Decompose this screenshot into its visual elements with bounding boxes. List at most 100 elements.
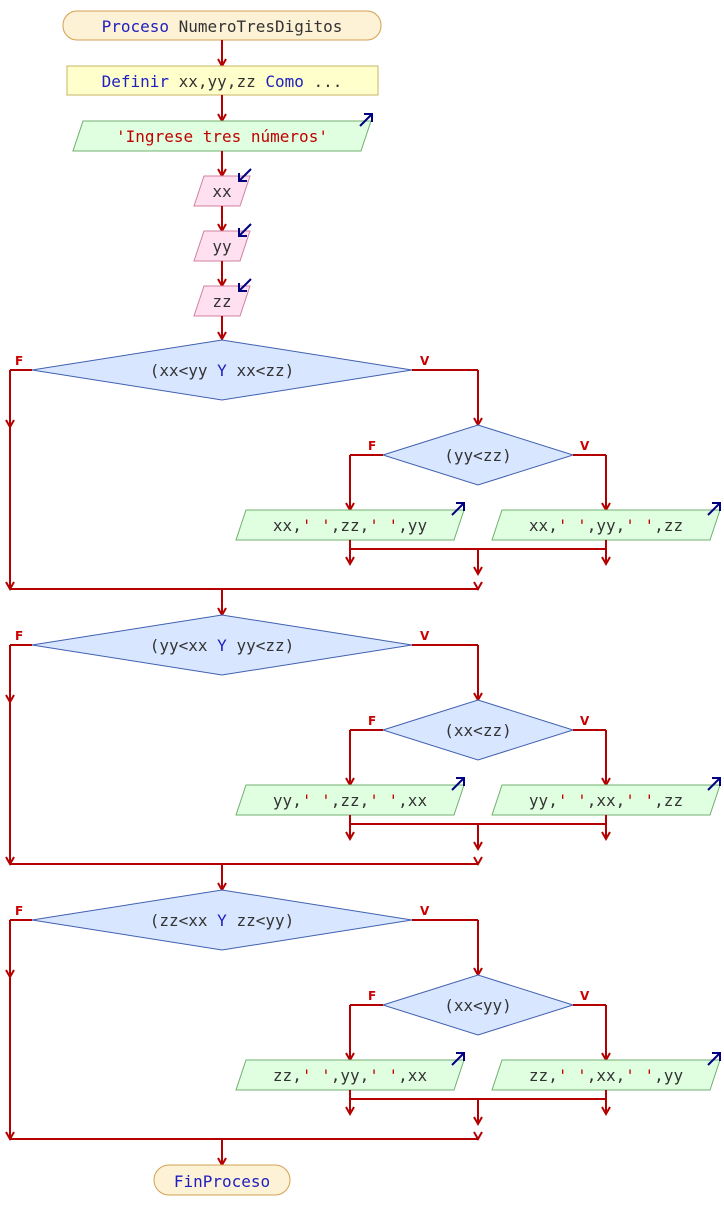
- input-arrow-icon-tip: [238, 173, 247, 182]
- block-3-outer-condition-part: Y: [217, 911, 227, 930]
- block-3-output-true-label-part: ' ': [625, 1066, 654, 1085]
- block-1-outer-condition: (xx<yy Y xx<zz): [150, 361, 295, 380]
- define-label-part: ...: [314, 72, 343, 91]
- input-yy-shape: [193, 230, 251, 262]
- block-3-outer-condition: (zz<xx Y zz<yy): [150, 911, 295, 930]
- input-arrow-icon-tip: [238, 228, 247, 237]
- block-2-output-true-label-part: ,zz: [654, 791, 683, 810]
- block-2-output-true-label-part: ' ': [625, 791, 654, 810]
- prompt-output-label: 'Ingrese tres números': [116, 127, 328, 146]
- end-label-part: FinProceso: [174, 1172, 270, 1191]
- output-arrow-icon-tip: [712, 502, 721, 511]
- input-arrow-icon-tip: [238, 283, 247, 292]
- block-2-inner-false-label: F: [368, 714, 376, 728]
- block-2-inner-true-label: V: [580, 714, 590, 728]
- block-2-output-false-label-part: ' ': [369, 791, 398, 810]
- block-3-outer-merge-false-head: [5, 1131, 15, 1142]
- block-1-output-false-label-part: xx,: [273, 516, 302, 535]
- block-2-output-true-label-part: yy,: [529, 791, 558, 810]
- block-1-output-false-shape: [235, 509, 465, 541]
- block-1-output-false-label-part: ' ': [369, 516, 398, 535]
- block-1-output-false-label-part: ,zz,: [331, 516, 370, 535]
- block-3-outer-condition-part: [208, 911, 218, 930]
- input-arrow-icon-shaft: [238, 278, 252, 292]
- block-2-inner-condition-part: (xx<zz): [444, 721, 511, 740]
- block-3-output-true-label-part: zz,: [529, 1066, 558, 1085]
- block-2-outer-merge-true-head: [473, 856, 483, 867]
- block-3-output-false-label: zz,' ',yy,' ',xx: [273, 1066, 428, 1085]
- input-xx-label: xx: [212, 182, 232, 201]
- block-1-output-true-label-part: ' ': [558, 516, 587, 535]
- block-1-inner-true-label: V: [580, 439, 590, 453]
- input-arrow-icon: [238, 278, 252, 292]
- block-2-outer-condition: (yy<xx Y yy<zz): [150, 636, 295, 655]
- define-box: [66, 65, 379, 96]
- output-arrow-icon-shaft: [707, 777, 721, 791]
- block-1-outer-condition-part: [227, 361, 237, 380]
- block-3-inner-merge-down-head: [473, 1116, 483, 1127]
- block-2-inner-condition: (xx<zz): [444, 721, 511, 740]
- define-label: Definir xx,yy,zz Como ...: [102, 72, 343, 91]
- block-2-outer-condition-part: Y: [217, 636, 227, 655]
- output-arrow-icon: [451, 1052, 465, 1066]
- block-1-output-true-label-part: ,zz: [654, 516, 683, 535]
- block-1-inner-merge-true-head: [601, 556, 611, 567]
- start-label-part: Proceso: [102, 17, 169, 36]
- output-arrow-icon-shaft: [359, 113, 373, 127]
- block-3-outer-condition-part: (zz<xx: [150, 911, 208, 930]
- arrow-after-input-zz-head: [217, 331, 227, 342]
- block-3-inner-condition: (xx<yy): [444, 996, 511, 1015]
- define-label-part: Como: [265, 72, 304, 91]
- block-1-output-true-shape: [491, 509, 721, 541]
- output-arrow-icon-tip: [712, 777, 721, 786]
- block-2-output-true-shape: [491, 784, 721, 816]
- input-xx-shape: [193, 175, 251, 207]
- block-1-outer-condition-part: [208, 361, 218, 380]
- input-yy-label-part: yy: [212, 237, 232, 256]
- block-1-outer-condition-part: xx<zz): [236, 361, 294, 380]
- block-3-inner-true-label: V: [580, 989, 590, 1003]
- block-3-output-false-label-part: ,yy,: [331, 1066, 370, 1085]
- input-arrow-icon-shaft: [238, 223, 252, 237]
- input-xx-label-part: xx: [212, 182, 232, 201]
- block-3-output-false-label-part: ' ': [302, 1066, 331, 1085]
- input-yy-label: yy: [212, 237, 232, 256]
- block-3-output-true-label: zz,' ',xx,' ',yy: [529, 1066, 684, 1085]
- block-3-output-true-label-part: ,yy: [654, 1066, 683, 1085]
- block-2-output-true-label-part: ' ': [558, 791, 587, 810]
- define-label-part: [256, 72, 266, 91]
- block-2-inner-merge-true-head: [601, 831, 611, 842]
- block-2-output-false-label-part: ,xx: [398, 791, 427, 810]
- block-1-outer-false-label: F: [15, 354, 23, 368]
- block-1-output-true-label: xx,' ',yy,' ',zz: [529, 516, 683, 535]
- block-3-outer-merge-true-head: [473, 1131, 483, 1142]
- block-2-inner-merge-false-head: [345, 831, 355, 842]
- define-label-part: xx,yy,zz: [179, 72, 256, 91]
- block-2-outer-condition-part: [208, 636, 218, 655]
- output-arrow-icon-shaft: [707, 502, 721, 516]
- block-3-outer-false-label: F: [15, 904, 23, 918]
- block-1-inner-merge-false-head: [345, 556, 355, 567]
- block-3-output-true-shape: [491, 1059, 721, 1091]
- block-1-output-true-label-part: xx,: [529, 516, 558, 535]
- block-2-outer-condition-part: [227, 636, 237, 655]
- block-1-outer-merge-true-head: [473, 581, 483, 592]
- block-1-outer-condition-part: (xx<yy: [150, 361, 208, 380]
- output-arrow-icon: [707, 777, 721, 791]
- block-1-output-true-label-part: ' ': [625, 516, 654, 535]
- output-arrow-icon-tip: [364, 113, 373, 122]
- output-arrow-icon-shaft: [707, 1052, 721, 1066]
- block-1-inner-condition-part: (yy<zz): [444, 446, 511, 465]
- input-zz-shape: [193, 285, 251, 317]
- input-arrow-icon: [238, 223, 252, 237]
- block-1-inner-false-label: F: [368, 439, 376, 453]
- define-label-part: [304, 72, 314, 91]
- output-arrow-icon-shaft: [451, 502, 465, 516]
- output-arrow-icon-shaft: [451, 777, 465, 791]
- end-label: FinProceso: [174, 1172, 270, 1191]
- block-3-inner-merge-false-head: [345, 1106, 355, 1117]
- block-3-outer-condition-part: [227, 911, 237, 930]
- block-1-output-false-label-part: ' ': [302, 516, 331, 535]
- block-3-output-false-label-part: zz,: [273, 1066, 302, 1085]
